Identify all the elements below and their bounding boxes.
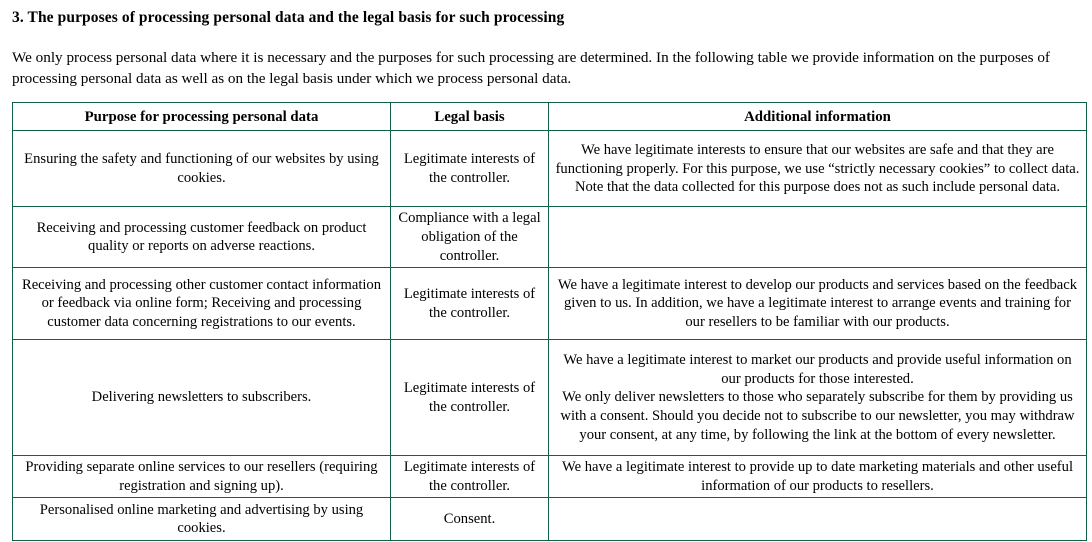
column-header-legal-basis: Legal basis <box>390 102 549 132</box>
table-row: Personalised online marketing and advert… <box>12 497 1087 542</box>
cell-additional-information: We have a legitimate interest to develop… <box>548 267 1087 341</box>
info-paragraph: We have a legitimate interest to develop… <box>557 276 1078 330</box>
page-title: 3. The purposes of processing personal d… <box>12 9 565 26</box>
column-header-additional-information: Additional information <box>548 102 1087 132</box>
table-row: Delivering newsletters to subscribers. L… <box>12 339 1087 457</box>
cell-purpose: Personalised online marketing and advert… <box>12 497 391 542</box>
table-row: Providing separate online services to ou… <box>12 455 1087 499</box>
column-header-purpose: Purpose for processing personal data <box>12 102 391 132</box>
intro-paragraph: We only process personal data where it i… <box>12 49 1050 88</box>
cell-legal-basis: Legitimate interests of the controller. <box>390 455 549 499</box>
purposes-table: Purpose for processing personal data Leg… <box>12 102 1087 542</box>
cell-purpose: Receiving and processing customer feedba… <box>12 206 391 269</box>
cell-purpose: Receiving and processing other customer … <box>12 267 391 341</box>
cell-additional-information: We have legitimate interests to ensure t… <box>548 130 1087 208</box>
info-paragraph: We have legitimate interests to ensure t… <box>555 141 1080 196</box>
cell-legal-basis: Legitimate interests of the controller. <box>390 130 549 208</box>
info-paragraph-secondary: We only deliver newsletters to those who… <box>560 389 1075 443</box>
cell-purpose: Providing separate online services to ou… <box>12 455 391 499</box>
table-row: Ensuring the safety and functioning of o… <box>12 130 1087 208</box>
cell-legal-basis: Legitimate interests of the controller. <box>390 267 549 341</box>
cell-additional-information <box>548 497 1087 542</box>
table-header-row: Purpose for processing personal data Leg… <box>12 102 1087 132</box>
info-paragraph: We have a legitimate interest to market … <box>563 352 1072 387</box>
info-paragraph: We have a legitimate interest to provide… <box>561 459 1074 494</box>
table-row: Receiving and processing other customer … <box>12 267 1087 341</box>
cell-purpose: Ensuring the safety and functioning of o… <box>12 130 391 208</box>
cell-additional-information: We have a legitimate interest to market … <box>548 339 1087 457</box>
cell-additional-information: We have a legitimate interest to provide… <box>548 455 1087 499</box>
cell-purpose: Delivering newsletters to subscribers. <box>12 339 391 457</box>
cell-additional-information <box>548 206 1087 269</box>
table-row: Receiving and processing customer feedba… <box>12 206 1087 269</box>
document-page: 3. The purposes of processing personal d… <box>0 8 1092 542</box>
cell-legal-basis: Compliance with a legal obligation of th… <box>390 206 549 269</box>
cell-legal-basis: Legitimate interests of the controller. <box>390 339 549 457</box>
cell-legal-basis: Consent. <box>390 497 549 542</box>
